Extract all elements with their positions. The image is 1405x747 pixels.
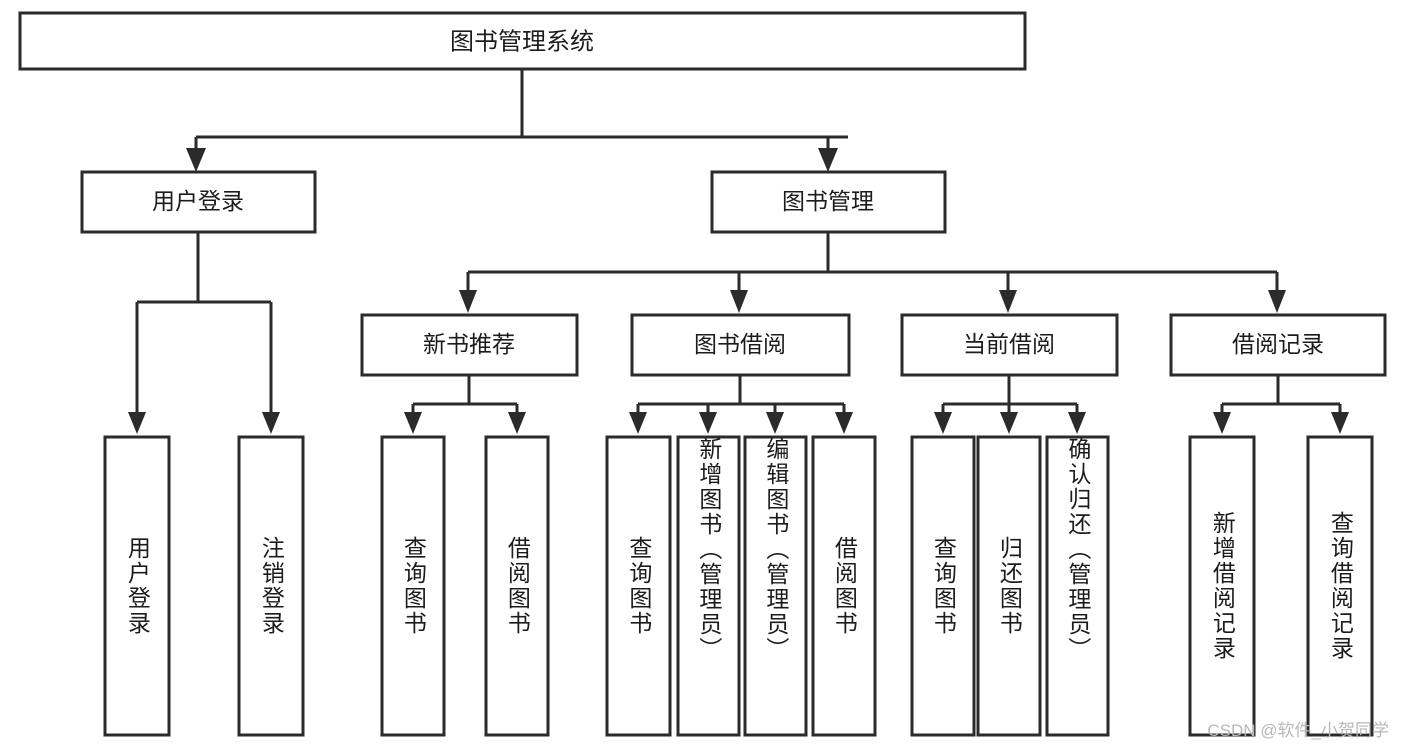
node-user-login[interactable]: 用户登录 bbox=[80, 170, 317, 234]
connector-bookborrow-to-leaves bbox=[629, 375, 853, 434]
connector-userlogin-to-leaves bbox=[128, 232, 280, 434]
connector-root-to-level1 bbox=[186, 69, 848, 172]
node-current-borrow[interactable]: 当前借阅 bbox=[900, 313, 1119, 377]
leaf-box-leaf-confirm-return[interactable] bbox=[1045, 435, 1110, 737]
leaf-box-leaf-borrow-book-1[interactable] bbox=[484, 435, 550, 737]
connector-currentborrow-to-leaves bbox=[934, 375, 1086, 434]
node-user-login-label: 用户登录 bbox=[152, 188, 244, 214]
node-root-label: 图书管理系统 bbox=[450, 28, 594, 55]
leaf-box-leaf-query-record[interactable] bbox=[1306, 435, 1374, 737]
node-book-manage-label: 图书管理 bbox=[782, 188, 874, 214]
leaf-box-leaf-query-book-2[interactable] bbox=[605, 435, 672, 737]
leaf-box-leaf-query-book-3[interactable] bbox=[910, 435, 976, 737]
node-new-book-recommend-label: 新书推荐 bbox=[423, 331, 515, 357]
node-borrow-record[interactable]: 借阅记录 bbox=[1169, 313, 1387, 377]
node-book-borrow-label: 图书借阅 bbox=[694, 331, 786, 357]
node-borrow-record-label: 借阅记录 bbox=[1232, 331, 1324, 357]
leaf-box-leaf-add-record[interactable] bbox=[1188, 435, 1256, 737]
connector-bookmanage-to-level2 bbox=[459, 232, 1286, 313]
node-root[interactable]: 图书管理系统 bbox=[18, 11, 1027, 71]
connector-newbook-to-leaves bbox=[404, 375, 526, 434]
node-book-borrow[interactable]: 图书借阅 bbox=[630, 313, 851, 377]
leaf-box-leaf-return-book[interactable] bbox=[976, 435, 1042, 737]
node-current-borrow-label: 当前借阅 bbox=[963, 331, 1055, 357]
leaf-box-leaf-borrow-book-2[interactable] bbox=[811, 435, 877, 737]
leaf-box-leaf-edit-book[interactable] bbox=[743, 435, 808, 737]
leaf-box-leaf-add-book[interactable] bbox=[676, 435, 741, 737]
leaf-box-leaf-user-login[interactable] bbox=[103, 435, 171, 737]
leaf-box-leaf-query-book-1[interactable] bbox=[380, 435, 446, 737]
node-new-book-recommend[interactable]: 新书推荐 bbox=[360, 313, 579, 377]
connector-borrowrecord-to-leaves bbox=[1213, 375, 1349, 434]
leaf-box-leaf-logout-login[interactable] bbox=[237, 435, 305, 737]
node-book-manage[interactable]: 图书管理 bbox=[710, 170, 947, 234]
